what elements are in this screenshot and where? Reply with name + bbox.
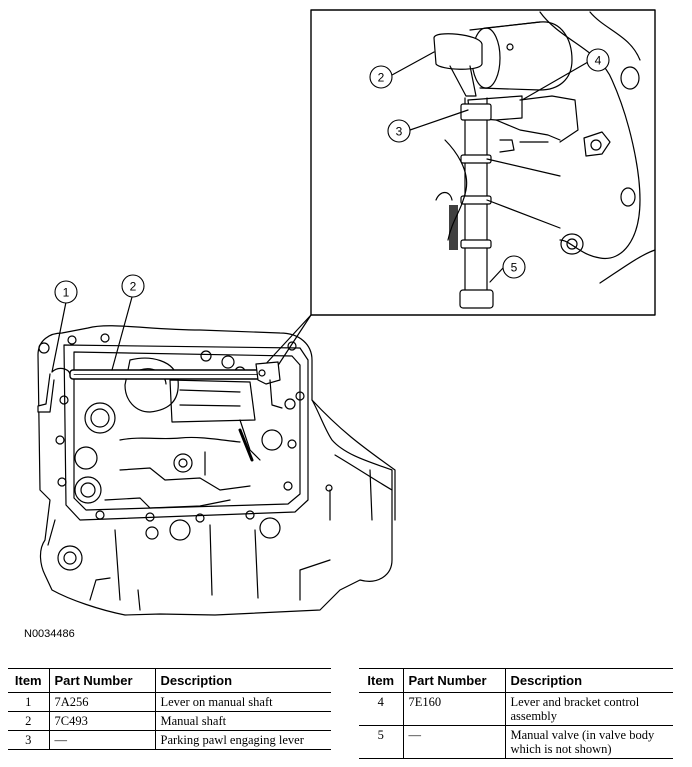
cell-part-number: 7A256 bbox=[48, 692, 155, 712]
table-header-row: Item Part Number Description bbox=[8, 668, 331, 693]
column-header-part-number: Part Number bbox=[402, 668, 505, 693]
cell-item: 2 bbox=[8, 711, 49, 731]
parts-table-left: Item Part Number Description 1 7A256 Lev… bbox=[8, 668, 331, 750]
column-header-item: Item bbox=[8, 668, 49, 693]
detail-inset bbox=[261, 9, 656, 371]
transmission-body bbox=[37, 296, 396, 616]
callout-1-main: 1 bbox=[54, 280, 78, 304]
callout-5-inset: 5 bbox=[502, 255, 526, 279]
callout-4-inset: 4 bbox=[586, 48, 610, 72]
cell-item: 5 bbox=[359, 725, 403, 759]
table-row: 1 7A256 Lever on manual shaft bbox=[8, 692, 331, 712]
callout-3-inset: 3 bbox=[387, 119, 411, 143]
cell-part-number: 7C493 bbox=[48, 711, 155, 731]
column-header-part-number: Part Number bbox=[48, 668, 155, 693]
column-header-item: Item bbox=[359, 668, 403, 693]
table-row: 2 7C493 Manual shaft bbox=[8, 711, 331, 731]
svg-text:5: 5 bbox=[511, 261, 518, 275]
table-row: 3 — Parking pawl engaging lever bbox=[8, 730, 331, 750]
cell-description: Lever on manual shaft bbox=[154, 692, 331, 712]
cell-item: 4 bbox=[359, 692, 403, 726]
column-header-description: Description bbox=[504, 668, 673, 693]
svg-text:1: 1 bbox=[63, 286, 70, 300]
cell-description: Parking pawl engaging lever bbox=[154, 730, 331, 750]
svg-text:3: 3 bbox=[396, 125, 403, 139]
callout-2-inset: 2 bbox=[369, 65, 393, 89]
cell-description: Manual shaft bbox=[154, 711, 331, 731]
table-header-row: Item Part Number Description bbox=[359, 668, 673, 693]
cell-part-number: — bbox=[48, 730, 155, 750]
column-header-description: Description bbox=[154, 668, 331, 693]
cell-description: Manual valve (in valve body which is not… bbox=[504, 725, 673, 759]
figure-id: N0034486 bbox=[24, 628, 75, 640]
table-row: 5 — Manual valve (in valve body which is… bbox=[359, 725, 673, 759]
table-row: 4 7E160 Lever and bracket control assemb… bbox=[359, 692, 673, 726]
transmission-diagram: 1 2 2 3 4 5 bbox=[37, 9, 656, 616]
cell-part-number: — bbox=[402, 725, 505, 759]
cell-item: 3 bbox=[8, 730, 49, 750]
parts-table-right: Item Part Number Description 4 7E160 Lev… bbox=[359, 668, 673, 759]
svg-text:2: 2 bbox=[130, 280, 137, 294]
callout-2-main: 2 bbox=[121, 274, 145, 298]
cell-part-number: 7E160 bbox=[402, 692, 505, 726]
svg-text:4: 4 bbox=[595, 54, 602, 68]
cell-description: Lever and bracket control assembly bbox=[504, 692, 673, 726]
cell-item: 1 bbox=[8, 692, 49, 712]
svg-text:2: 2 bbox=[378, 71, 385, 85]
